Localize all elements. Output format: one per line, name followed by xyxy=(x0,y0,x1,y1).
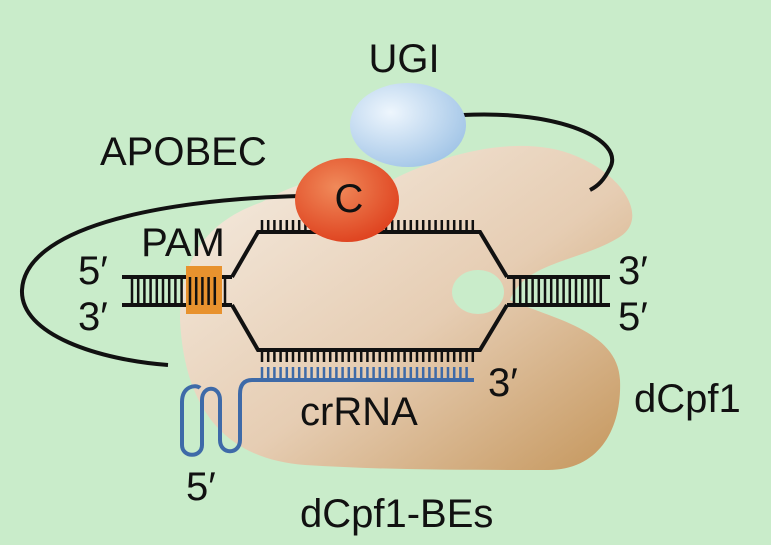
ugi-protein-icon xyxy=(350,83,466,167)
three-prime-right-label: 3′ xyxy=(618,249,648,293)
crrna-label: crRNA xyxy=(300,390,418,434)
linker-loop xyxy=(19,194,301,367)
crrna-five-prime-label: 5′ xyxy=(186,465,216,509)
construct-label: dCpf1-BEs xyxy=(300,492,493,536)
bottom-strand-bases xyxy=(260,350,475,362)
base-pairs-right xyxy=(512,277,603,305)
pam-icon xyxy=(186,266,222,314)
five-prime-right-label: 5′ xyxy=(618,295,648,339)
crrna-bases xyxy=(260,367,468,380)
apobec-label: APOBEC xyxy=(100,130,267,174)
cytosine-label: C xyxy=(335,177,364,221)
apobec-protein-icon xyxy=(295,158,399,242)
dcpf1-label: dCpf1 xyxy=(634,377,741,421)
ugi-linker xyxy=(462,112,614,192)
ugi-label: UGI xyxy=(368,37,439,81)
crrna-strand xyxy=(180,378,474,457)
dna-bottom-strand xyxy=(230,303,509,352)
protein-cleft xyxy=(452,270,504,314)
crrna-three-prime-label: 3′ xyxy=(488,361,518,405)
pam-label: PAM xyxy=(141,221,225,265)
three-prime-left-label: 3′ xyxy=(78,295,108,339)
five-prime-left-label: 5′ xyxy=(78,249,108,293)
